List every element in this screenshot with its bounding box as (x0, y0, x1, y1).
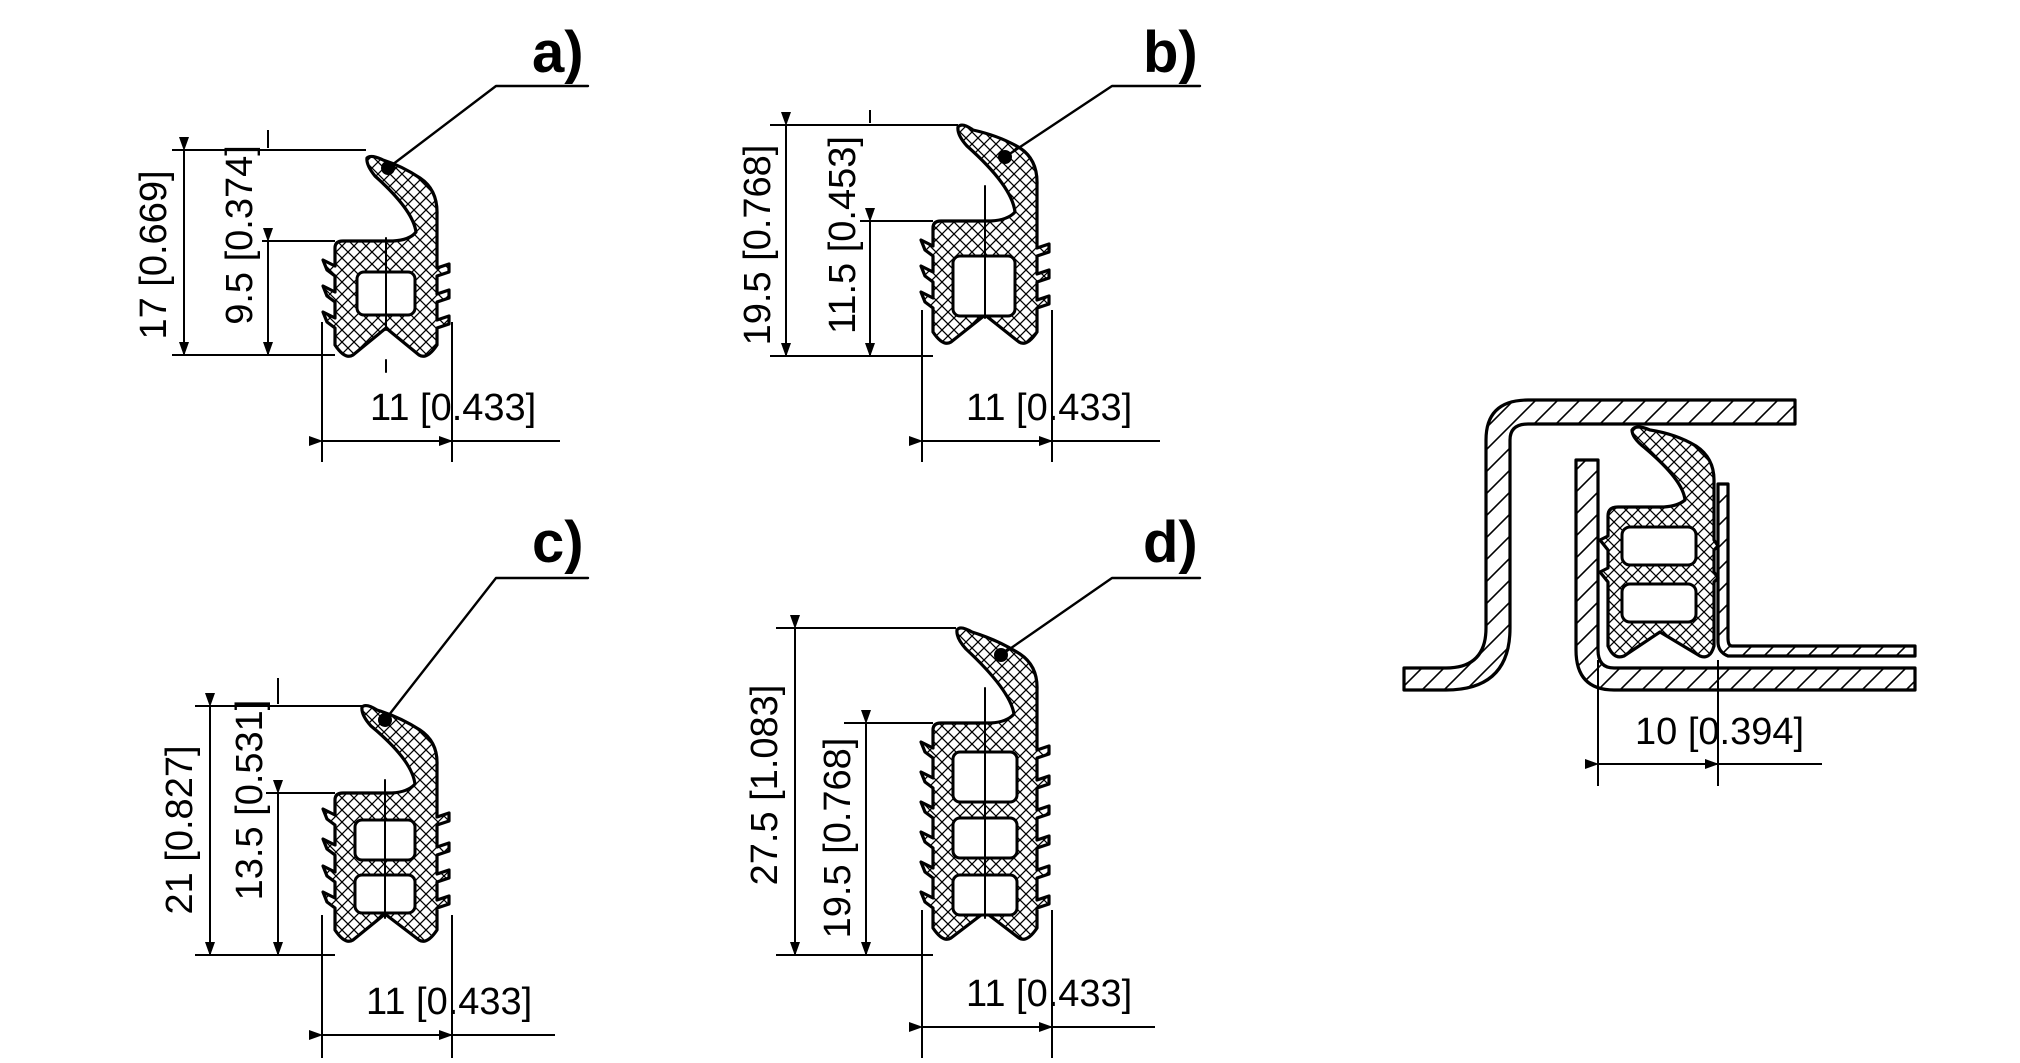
profile-c-width: 11 [0.433] (366, 981, 532, 1023)
installation-group: 10 [0.394] (1402, 398, 1917, 786)
profile-c-group: c) 21 [0.827] 13.5 [0.531] 11 [0.433] (159, 510, 590, 1058)
profile-d-leader-line (999, 576, 1202, 657)
profile-b-width: 11 [0.433] (966, 387, 1132, 429)
profile-d-width: 11 [0.433] (966, 973, 1132, 1015)
profile-b-height-total: 19.5 [0.768] (737, 145, 779, 346)
profile-a-group: a) 17 [0.669] 9.5 [0.374] 11 [0.433] (133, 20, 590, 462)
profile-d-height-total: 27.5 [1.083] (744, 685, 786, 886)
profile-d-group: d) 27.5 [1.083] 19.5 [0.768] 11 [0.433] (744, 510, 1202, 1058)
profile-d-height-body: 19.5 [0.768] (817, 738, 859, 939)
installation-outer-sheet (1402, 398, 1797, 692)
profile-a-width: 11 [0.433] (370, 387, 536, 429)
installation-seal-hole-2 (1620, 582, 1698, 624)
profile-c-leader-line (383, 576, 590, 722)
profile-c-height-total: 21 [0.827] (159, 745, 201, 914)
installation-right-upright (1716, 482, 1917, 658)
profile-b-label: b) (1143, 20, 1198, 85)
profile-a-label: a) (532, 20, 584, 85)
installation-inner-sheet (1574, 458, 1917, 692)
installation-gap-width: 10 [0.394] (1635, 711, 1804, 753)
profile-a-height-total: 17 [0.669] (133, 170, 175, 339)
profile-b-group: b) 19.5 [0.768] 11.5 [0.453] 11 [0.433] (737, 20, 1202, 462)
profile-c-height-body: 13.5 [0.531] (229, 700, 271, 901)
profile-d-label: d) (1143, 510, 1198, 575)
installation-seal-hole-1 (1620, 525, 1698, 567)
profile-b-height-body: 11.5 [0.453] (822, 136, 864, 334)
profile-a-height-body: 9.5 [0.374] (219, 145, 261, 325)
profile-b-leader-line (1003, 84, 1202, 159)
profile-c-label: c) (532, 510, 584, 575)
profile-a-leader-line (386, 84, 590, 170)
